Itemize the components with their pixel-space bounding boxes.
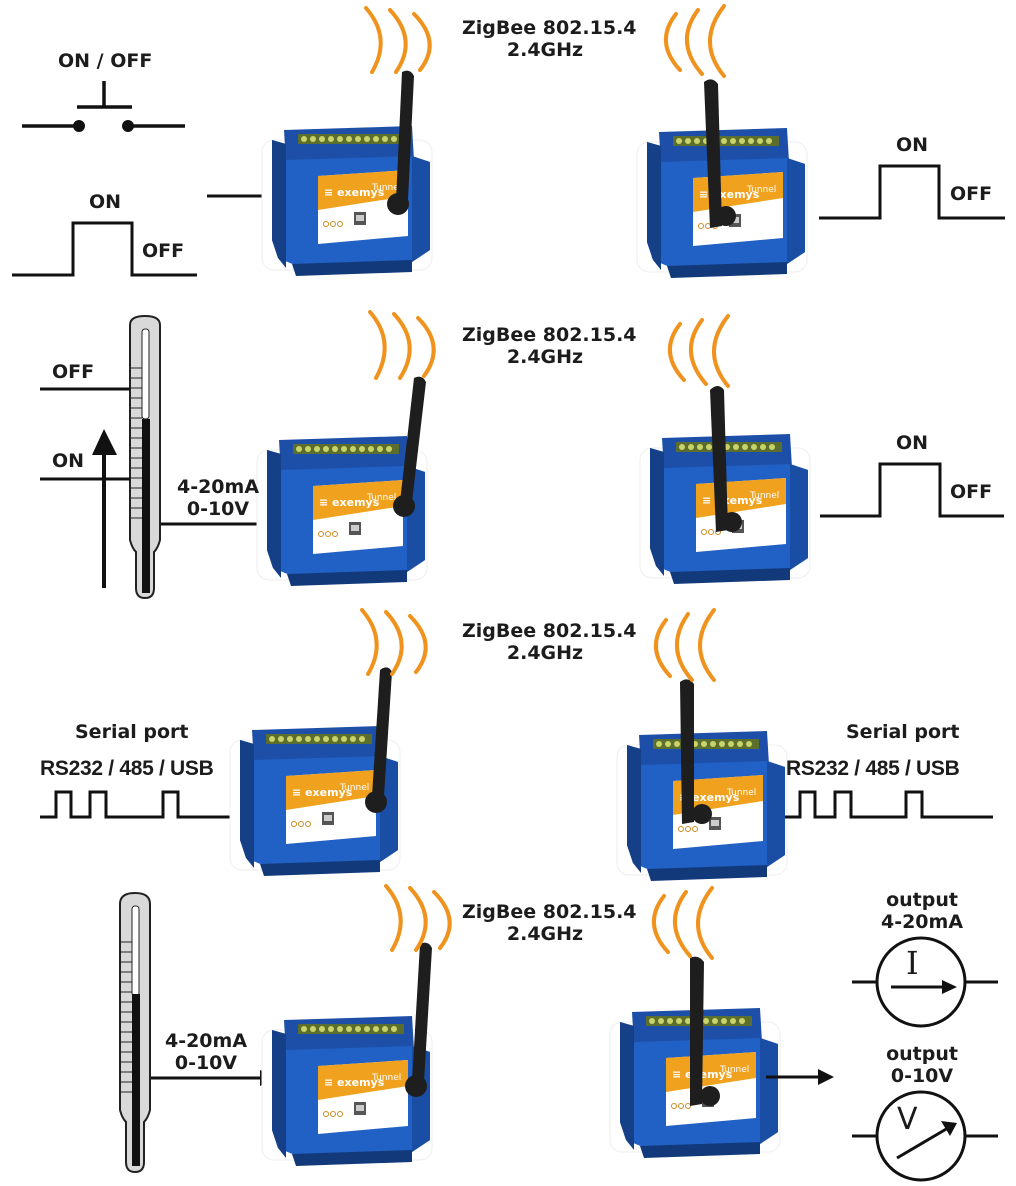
row-1-right-wave-icon: [663, 4, 726, 78]
row-4-input-current: 4-20mA: [164, 1030, 248, 1052]
row-3-right-antenna-base: [692, 804, 712, 824]
current-meter-icon: [852, 936, 998, 1028]
row-1-link-protocol: ZigBee 802.15.4: [462, 17, 637, 39]
row-1-switch-label: ON / OFF: [58, 50, 153, 72]
row-2-rising-arrow-icon: [92, 429, 117, 588]
voltage-output-title: output: [886, 1043, 958, 1065]
voltage-symbol: V: [897, 1102, 918, 1137]
row-3-right-wave-icon: [653, 608, 716, 682]
row-1-left-pulse-on-label: ON: [89, 191, 122, 213]
row-2-right-antenna: [710, 386, 728, 532]
row-2-right-pulse-off-label: OFF: [950, 481, 993, 503]
row-2-link-frequency: 2.4GHz: [506, 346, 584, 368]
row-4-link-protocol: ZigBee 802.15.4: [462, 901, 637, 923]
row-1-left-antenna-base: [387, 193, 409, 215]
row-4-link-label: ZigBee 802.15.4 2.4GHz: [462, 901, 637, 945]
row-4-thermometer: [119, 891, 151, 1174]
row-2-thermometer: [129, 314, 161, 600]
row-1-left-antenna: [396, 70, 414, 201]
row-3-right-serial-waveform: [785, 790, 993, 819]
row-3-right-antenna: [680, 679, 694, 824]
current-output-title: output: [886, 889, 958, 911]
row-3-left-antenna: [372, 667, 392, 796]
row-1-left-switch: [22, 81, 185, 132]
row-3-link-label: ZigBee 802.15.4 2.4GHz: [462, 620, 637, 664]
current-output-label: output 4-20mA: [872, 889, 972, 933]
row-3-left-serial-title: Serial port: [75, 721, 189, 743]
row-4-right-wave-icon: [651, 886, 714, 960]
row-4-left-antenna: [412, 942, 432, 1082]
row-4-left-wave-icon: [384, 884, 452, 952]
voltage-output-label: output 0-10V: [872, 1043, 972, 1087]
row-3-link-frequency: 2.4GHz: [506, 642, 584, 664]
row-2-left-wave-icon: [368, 310, 436, 380]
row-4-input-signal-label: 4-20mA 0-10V: [160, 1030, 252, 1074]
row-3-left-serial-waveform: [40, 790, 248, 819]
row-2-link-protocol: ZigBee 802.15.4: [462, 324, 637, 346]
row-1-right-device: [636, 127, 808, 279]
row-1-link-label: ZigBee 802.15.4 2.4GHz: [462, 17, 637, 61]
row-1-right-pulse-off-label: OFF: [950, 183, 993, 205]
row-4-input-voltage: 0-10V: [174, 1052, 238, 1074]
row-4-right-antenna-base: [700, 1086, 720, 1106]
row-1-right-pulse: [819, 164, 1005, 220]
row-1-right-antenna-base: [716, 206, 736, 226]
voltage-output-range: 0-10V: [890, 1065, 954, 1087]
row-2-thermo-on-label: ON: [52, 450, 85, 472]
row-4-right-antenna: [690, 956, 704, 1106]
row-1-left-pulse-off-label: OFF: [142, 240, 185, 262]
row-4-link-frequency: 2.4GHz: [506, 923, 584, 945]
current-output-range: 4-20mA: [880, 911, 964, 933]
row-2-right-antenna-base: [722, 512, 742, 532]
row-3-right-serial-protocols: RS232 / 485 / USB: [786, 757, 960, 780]
row-1-right-antenna: [704, 79, 722, 228]
row-3-left-wave-icon: [360, 608, 428, 676]
row-3-link-protocol: ZigBee 802.15.4: [462, 620, 637, 642]
row-2-left-antenna: [400, 376, 426, 502]
current-symbol: I: [906, 944, 919, 982]
row-2-right-pulse-on-label: ON: [896, 432, 929, 454]
row-3-right-serial-title: Serial port: [846, 721, 960, 743]
row-1-left-wave-icon: [364, 6, 432, 74]
row-4-left-antenna-base: [405, 1075, 427, 1097]
row-2-right-pulse: [820, 462, 1004, 518]
row-1-link-frequency: 2.4GHz: [506, 39, 584, 61]
row-3-left-antenna-base: [365, 791, 387, 813]
row-2-link-label: ZigBee 802.15.4 2.4GHz: [462, 324, 637, 368]
row-1-left-pulse: [12, 221, 197, 277]
row-2-input-current: 4-20mA: [176, 476, 260, 498]
row-4-output-arrow-icon: [766, 1069, 834, 1085]
row-2-input-signal-label: 4-20mA 0-10V: [172, 476, 264, 520]
row-3-left-serial-protocols: RS232 / 485 / USB: [40, 757, 214, 780]
row-2-input-voltage: 0-10V: [186, 498, 250, 520]
row-2-right-wave-icon: [667, 314, 730, 388]
row-1-right-pulse-on-label: ON: [896, 134, 929, 156]
row-2-left-antenna-base: [393, 495, 415, 517]
row-2-thermo-off-label: OFF: [52, 361, 95, 383]
voltage-meter-icon: [852, 1090, 998, 1182]
